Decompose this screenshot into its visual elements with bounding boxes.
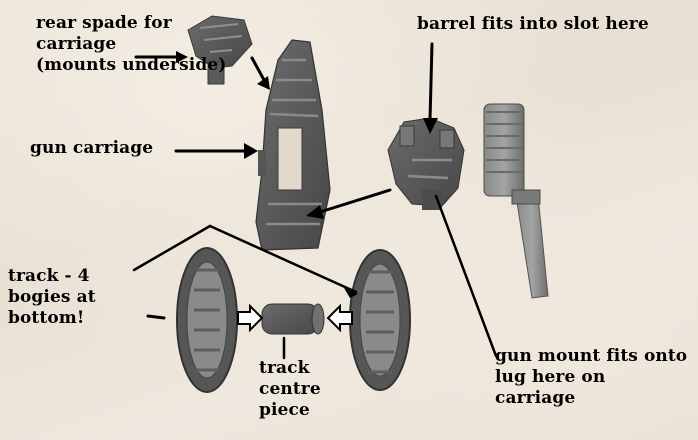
rear-spade-part [187,15,253,85]
barrel-part [483,103,549,299]
track-label: track - 4 bogies at bottom! [8,266,96,328]
annotation-arrows [132,42,498,360]
gun-mount-label: gun mount fits onto lug here on carriage [495,346,688,408]
rear-spade-label: rear spade for carriage (mounts undersid… [36,13,227,75]
track-centre-label: track centre piece [259,358,321,420]
barrel-slot-label: barrel fits into slot here [417,14,649,34]
gun-mount-part [387,117,465,210]
right-track-part [349,249,411,391]
left-track-part [176,247,238,393]
gun-carriage-label: gun carriage [30,138,154,158]
track-centre-part [261,303,325,335]
gun-carriage-part [255,39,331,251]
